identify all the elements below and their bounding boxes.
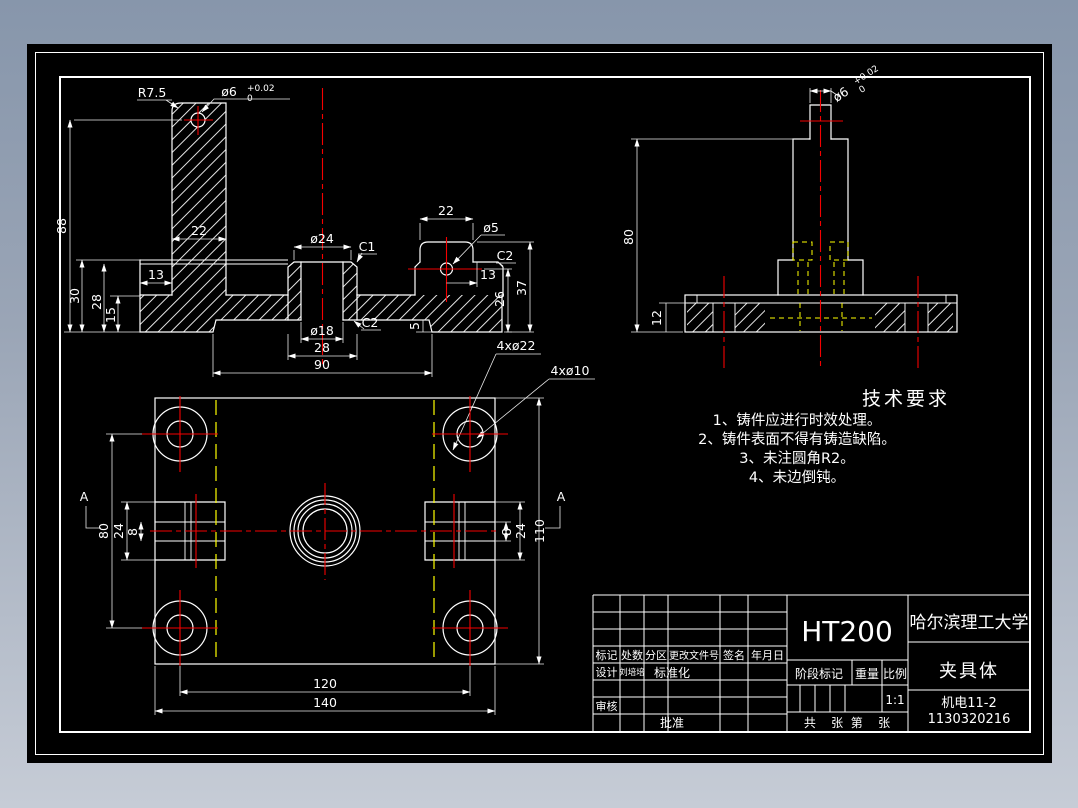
note-4xd22: 4xø22	[497, 338, 536, 353]
tb-zone: 分区	[645, 649, 667, 662]
dim-28v: 28	[89, 294, 104, 310]
dim-tv-80: 80	[96, 523, 111, 539]
tb-class: 机电11-2	[941, 696, 997, 711]
dim-28: 28	[314, 340, 330, 355]
inner-border	[59, 76, 1031, 733]
title-block-grid	[592, 594, 1030, 732]
tb-qty: 处数	[621, 649, 643, 662]
tb-weight: 重量	[855, 667, 879, 681]
tb-designer: 刘培培	[619, 667, 645, 678]
label-d6-tol-up: +0.02	[247, 84, 275, 94]
left-slot	[154, 501, 226, 561]
tb-scale: 比例	[883, 667, 907, 681]
dim-22: 22	[191, 223, 207, 238]
dim-tv-8l: 8	[125, 528, 140, 536]
dim-13: 13	[148, 267, 164, 282]
tb-standardize: 标准化	[654, 666, 690, 680]
tech-req-item: 3、未注圆角R2。	[739, 450, 855, 467]
tb-sign: 签名	[723, 648, 745, 662]
tb-date: 年月日	[751, 648, 784, 662]
tb-mark: 标记	[596, 648, 618, 662]
outer-border	[35, 52, 1044, 755]
tb-doc-no: 更改文件号	[669, 649, 719, 662]
dim-tv-24l: 24	[111, 523, 126, 539]
note-4xd10: 4xø10	[551, 363, 590, 378]
dim-tv-120: 120	[313, 676, 337, 691]
dim-37: 37	[514, 280, 529, 296]
top-view-dimensions: 80 24 8 8 24 110 120 140 A A	[80, 397, 566, 715]
dim-30: 30	[67, 288, 82, 304]
dim-lug-13: 13	[480, 267, 496, 282]
front-view-dimensions: 88 30 28 15 13 22 ø24 C1 ø18 28	[54, 84, 595, 450]
dim-d24: ø24	[310, 231, 334, 246]
side-view-hidden-lines	[770, 241, 872, 331]
label-d6-side: ø6	[830, 84, 851, 105]
dim-tv-8r: 8	[499, 528, 514, 536]
dim-12: 12	[649, 310, 664, 326]
dim-d5-lug: ø5	[483, 220, 499, 235]
front-view-hatching	[140, 103, 502, 332]
dim-tv-140: 140	[313, 695, 337, 710]
label-d6: ø6	[221, 84, 237, 99]
tb-check: 审核	[596, 699, 618, 713]
dim-90: 90	[314, 357, 330, 372]
dim-tv-24r: 24	[513, 523, 528, 539]
side-view-hatching	[687, 303, 953, 332]
dim-5: 5	[407, 322, 422, 330]
label-c2-boss: C2	[362, 315, 379, 330]
section-a-right: A	[557, 489, 566, 504]
title-block: 标记 处数 分区 更改文件号 签名 年月日 设计 刘培培 标准化 审核 批准 H…	[592, 594, 1030, 732]
label-d6-side-tol-dn: 0	[858, 84, 868, 96]
section-a-left: A	[80, 489, 89, 504]
technical-requirements: 技术要求 1、铸件应进行时效处理。 2、铸件表面不得有铸造缺陷。 3、未注圆角R…	[698, 388, 950, 486]
dim-26: 26	[492, 291, 507, 307]
dim-d18: ø18	[310, 323, 334, 338]
dim-15: 15	[103, 307, 118, 323]
front-view: 88 30 28 15 13 22 ø24 C1 ø18 28	[54, 84, 595, 450]
dim-88: 88	[54, 218, 69, 234]
tb-material: HT200	[801, 615, 893, 648]
tb-university: 哈尔滨理工大学	[910, 613, 1029, 633]
dim-tv-110: 110	[532, 519, 547, 543]
dim-lug-22: 22	[438, 203, 454, 218]
label-c1: C1	[359, 239, 376, 254]
label-c2-lug: C2	[497, 248, 514, 263]
top-view: 80 24 8 8 24 110 120 140 A A	[80, 396, 566, 715]
dim-80: 80	[621, 229, 636, 245]
title-block-text: 标记 处数 分区 更改文件号 签名 年月日 设计 刘培培 标准化 审核 批准 H…	[596, 613, 1029, 730]
tb-sheets: 共 张 第 张	[804, 716, 890, 730]
tb-scale-value: 1:1	[885, 693, 904, 707]
tb-stage: 阶段标记	[795, 666, 843, 681]
tb-part-name: 夹具体	[939, 661, 999, 682]
tb-design: 设计	[596, 666, 618, 679]
top-view-centerlines	[142, 396, 508, 666]
tech-req-title: 技术要求	[862, 388, 950, 410]
tech-req-item: 2、铸件表面不得有铸造缺陷。	[698, 431, 896, 448]
tb-approve: 批准	[660, 715, 684, 730]
tech-req-item: 4、未边倒钝。	[749, 469, 845, 486]
side-view-centerlines	[723, 90, 919, 372]
tb-student-id: 1130320216	[928, 712, 1011, 727]
label-r75: R7.5	[138, 85, 167, 100]
tech-req-item: 1、铸件应进行时效处理。	[713, 411, 882, 429]
